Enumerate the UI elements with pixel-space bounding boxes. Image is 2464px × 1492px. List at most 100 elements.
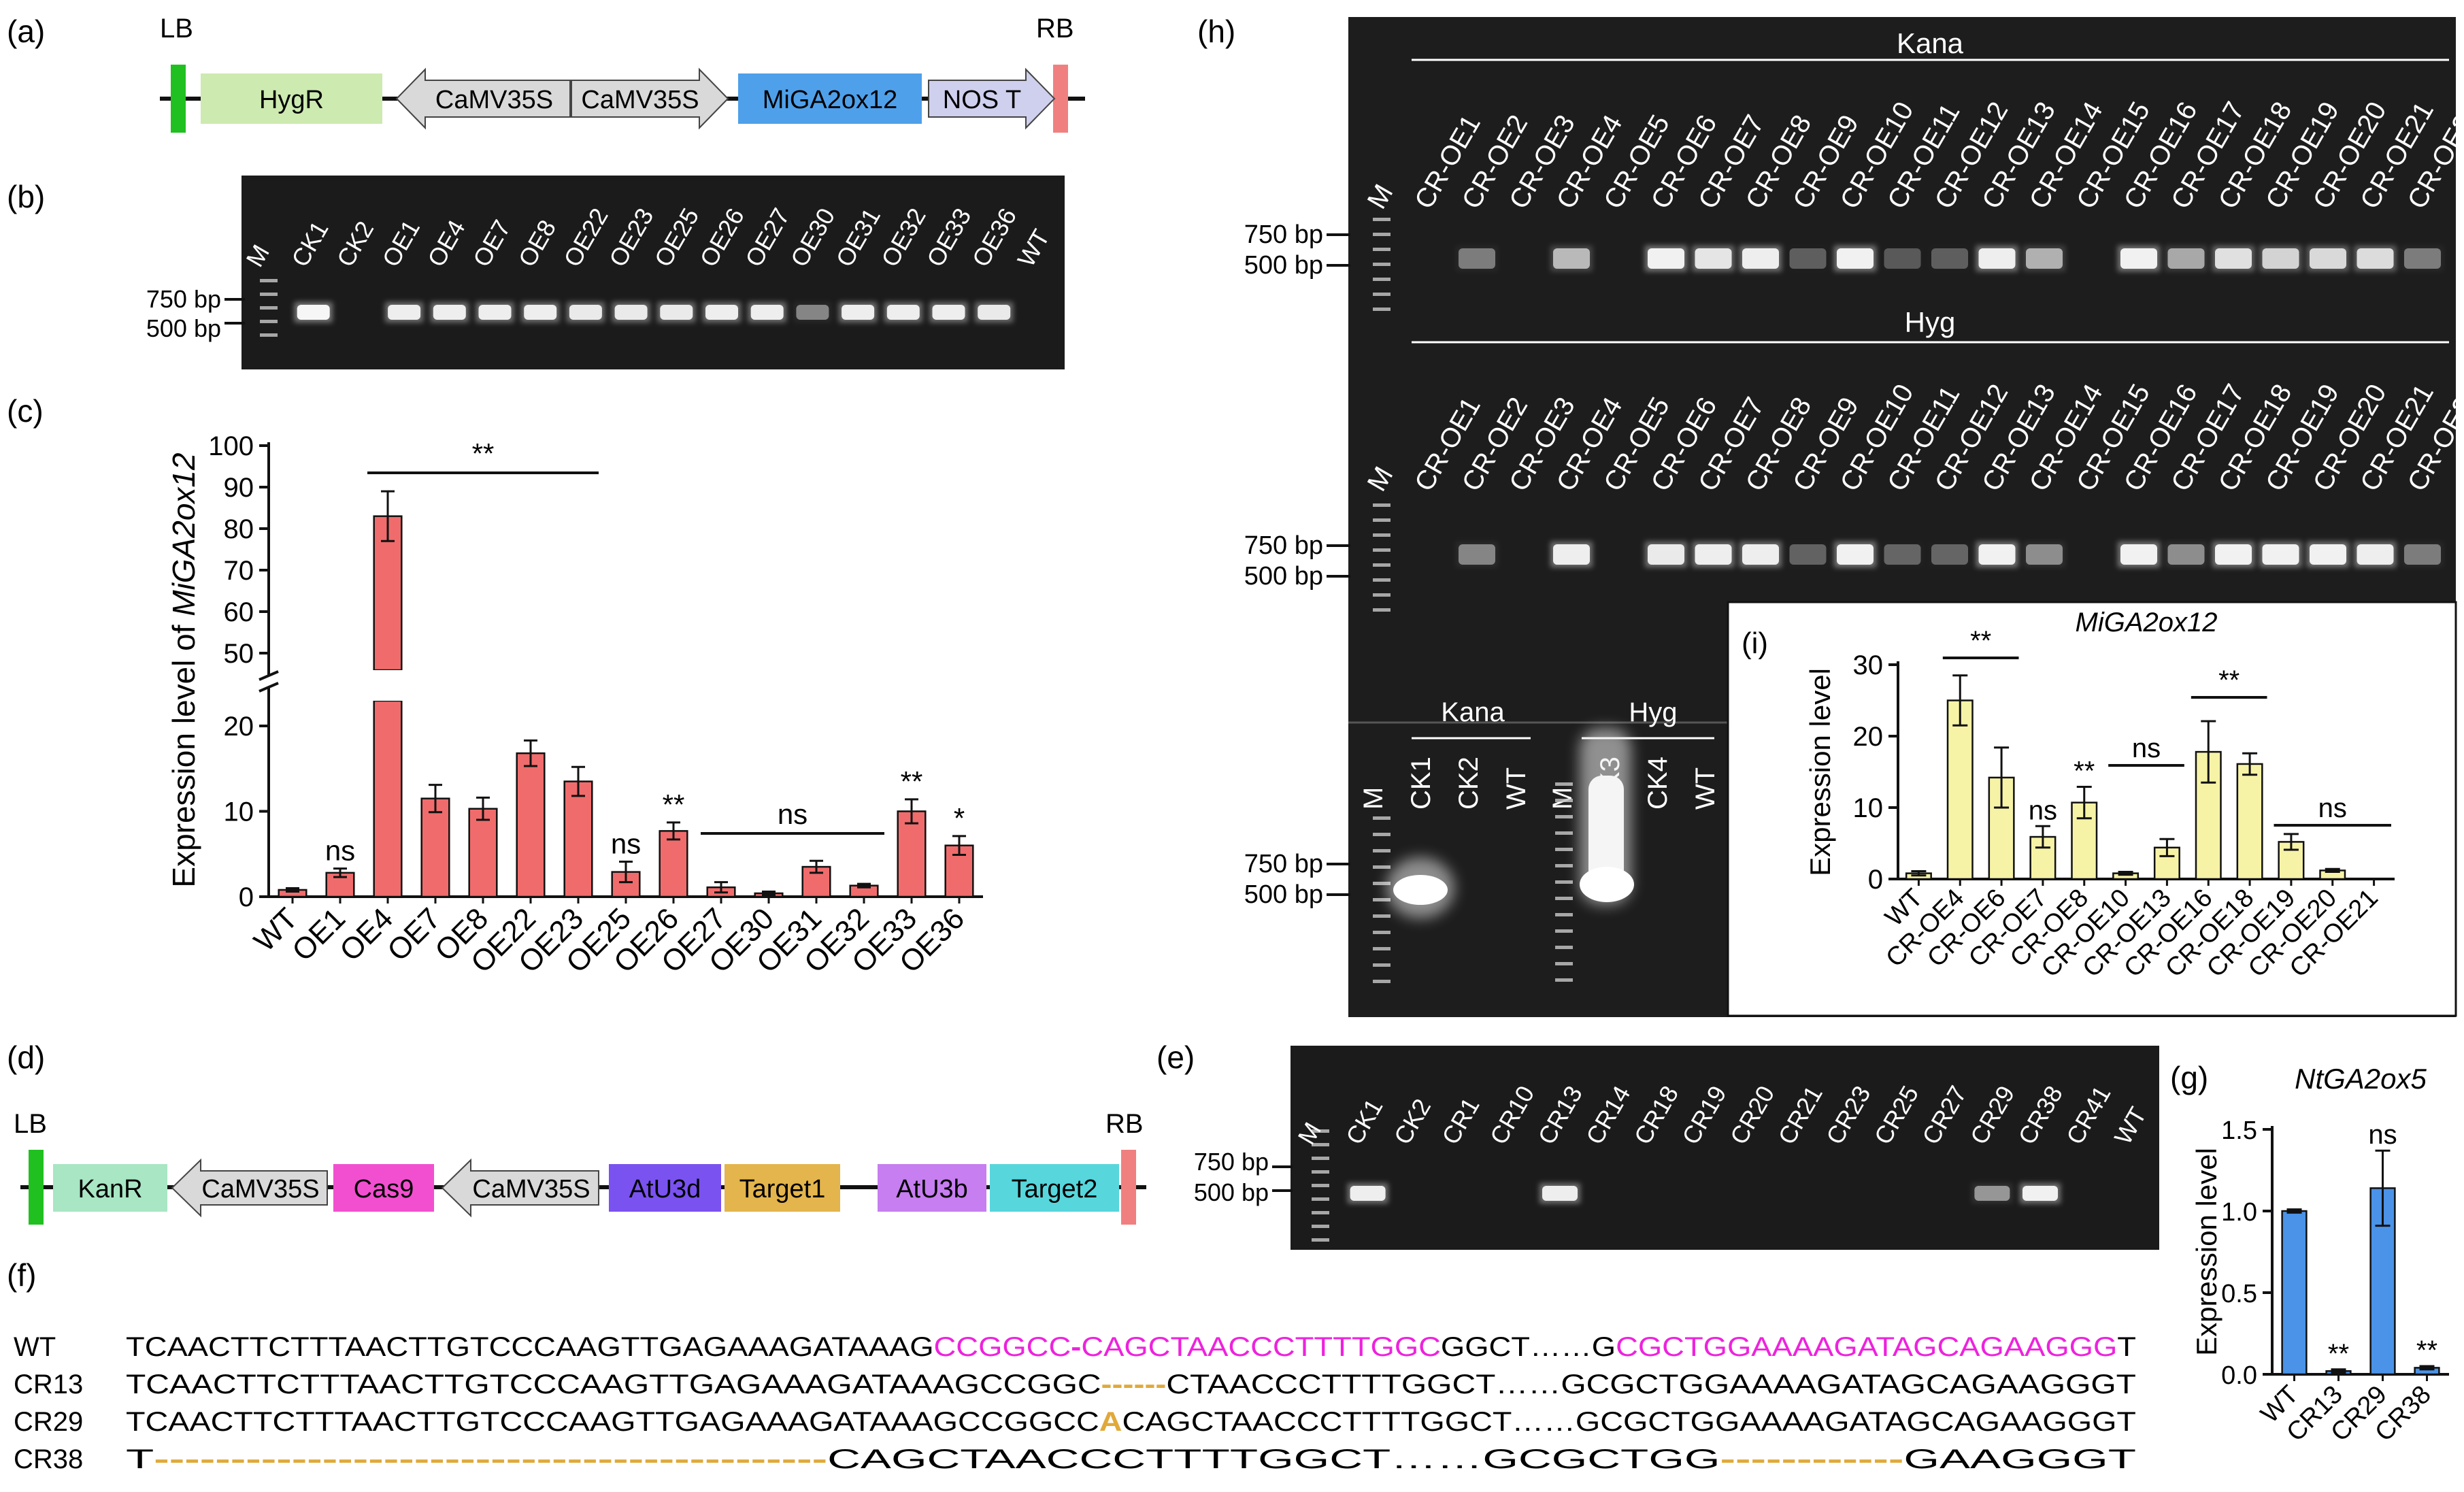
seq-row-name: WT [14,1332,56,1362]
group-significance-label: ** [472,437,495,469]
gel-b-band [750,305,784,320]
construct_d-element-label: KanR [78,1175,142,1204]
construct_d-element-label: Target1 [739,1175,826,1204]
gel-h-hyg-band [2404,544,2441,565]
construct_a-element-label: HygR [259,86,324,114]
gel-h-hyg-band [1553,544,1590,565]
control-ladder-rung [1555,815,1573,818]
panel-label-i: (i) [1742,627,1768,660]
seq-segment-dots: …… [1495,1370,1561,1399]
control-hyg-label: Hyg [1629,697,1677,727]
seq-segment-end: T [2117,1332,2136,1362]
bar [897,810,927,898]
gel-h-kana-band [1837,248,1874,269]
seq-segment-dots: …… [1530,1332,1592,1362]
construct_d-element-label: AtU3b [896,1175,968,1204]
gel-h-kana-band [1931,248,1968,269]
gel-b-band [524,305,557,320]
construct_d-element-label: Cas9 [354,1175,414,1204]
gel-b-band [569,305,602,320]
panel-label-a: (a) [7,14,45,49]
panel-label-h: (h) [1197,14,1235,49]
construct_d-element-label: CaMV35S [201,1175,319,1204]
gel-h-hyg-band [1837,544,1874,565]
gel-b-band [478,305,512,320]
y-axis-label-prefix: Expression level of [166,616,201,888]
gel-h-ladder-rung [1373,248,1391,251]
gel-e-ladder-rung [1312,1143,1329,1146]
control-ladder-rung [1555,880,1573,884]
gel-e-band [1350,1186,1386,1201]
bar [563,780,593,898]
gel-h-ladder-rung [1373,548,1391,552]
gel-b-bands [260,279,1014,337]
construct_a-element-label: CaMV35S [435,86,553,114]
gel-h-hyg-band [2310,544,2346,565]
chart-i-title: MiGA2ox12 [2076,608,2218,637]
gel-h-ladder-rung [1373,233,1391,236]
category-label: OE7 [381,901,447,967]
y-tick-label: 1.5 [2221,1116,2257,1145]
construct_d-element-box [990,1164,1119,1212]
gel-b-ladder-rung [260,333,278,337]
seq-segment-ins: A [1099,1407,1122,1437]
gel-b-background [242,176,1065,369]
construct_d-element-label: AtU3d [629,1175,701,1204]
y-tick-label: 80 [224,514,254,544]
gel-h-hyg-band [2167,544,2205,565]
seq-segment-t1a: CCGGCC [934,1332,1071,1362]
gel-e-band [2022,1186,2058,1201]
construct-d-rb-label: RB [1105,1109,1144,1139]
y-tick-label: 70 [224,556,254,586]
control-ladder-rung [1373,947,1391,950]
seq-row-sequence: TCAACTTCTTTAACTTGTCCCAAGTTGAGAAAGATAAAGC… [126,1407,2136,1437]
seq-segment-s1: TCAACTTCTTTAACTTGTCCCAAGTTGAGAAAGATAAAGC… [126,1370,1101,1399]
control-kana-band [1393,875,1448,905]
control-ladder-rung [1373,849,1391,852]
control-kana-label: Kana [1441,697,1505,727]
bar [1946,699,1974,880]
seq-segment-s1b: CAGCTAACCCTTTTGGCT [1122,1407,1512,1437]
gel-h-kana-band [2026,248,2063,269]
gel-h-size-label: 500 bp [1244,562,1323,591]
bar [420,797,450,898]
y-tick-label: 20 [224,712,254,742]
gel-e-ladder-rung [1312,1211,1329,1214]
construct_d-element-box [725,1164,840,1212]
gel-b-ladder-rung [260,293,278,296]
seq-segment-s1b: CTAACCCTTTTGGCT [1166,1370,1495,1399]
y-tick-label: 0.5 [2221,1280,2257,1308]
gel-h-ladder-rung [1373,278,1391,281]
seq-segment-del1: ------ [1101,1370,1167,1399]
gel-h-ladder-rung [1373,293,1391,296]
control-kana-lane-label: M [1359,787,1388,810]
seq-segment-s2: GCGCTGGAAAAGATAGCAGAAGGGT [1576,1407,2136,1437]
control-kana-lane-label: CK1 [1406,757,1436,810]
control-kana-lane-label: WT [1501,767,1531,810]
chart-g-title: NtGA2ox5 [2295,1063,2427,1095]
construct_a-element-arrow [395,67,571,130]
gel-e-ladder-rung [1312,1238,1329,1242]
significance-label: ns [2029,795,2057,825]
gel-b-band [796,305,829,320]
gel-h-kana-band [1742,248,1779,269]
significance-label: ** [2416,1336,2437,1365]
y-tick-label: 60 [224,597,254,627]
group-significance-label: ** [1970,626,1991,656]
gel-b-band [932,305,965,320]
gel-b-band [886,305,920,320]
gel-h-size-label: 500 bp [1244,251,1323,280]
seq-segment-s1: TCAACTTCTTTAACTTGTCCCAAGTTGAGAAAGATAAAGC… [126,1407,1099,1437]
control-hyg-band [1580,867,1634,902]
control-ladder-rung [1555,897,1573,900]
gel-h-kana-band [1884,248,1921,269]
control-hyg-smear [1588,776,1624,898]
gel-h-kana-band [2167,248,2205,269]
hyg-header-label: Hyg [1905,306,1956,338]
control-ladder-rung [1373,931,1391,934]
control-hyg-lane-label: CK4 [1643,757,1673,810]
significance-label: ** [2074,757,2095,786]
